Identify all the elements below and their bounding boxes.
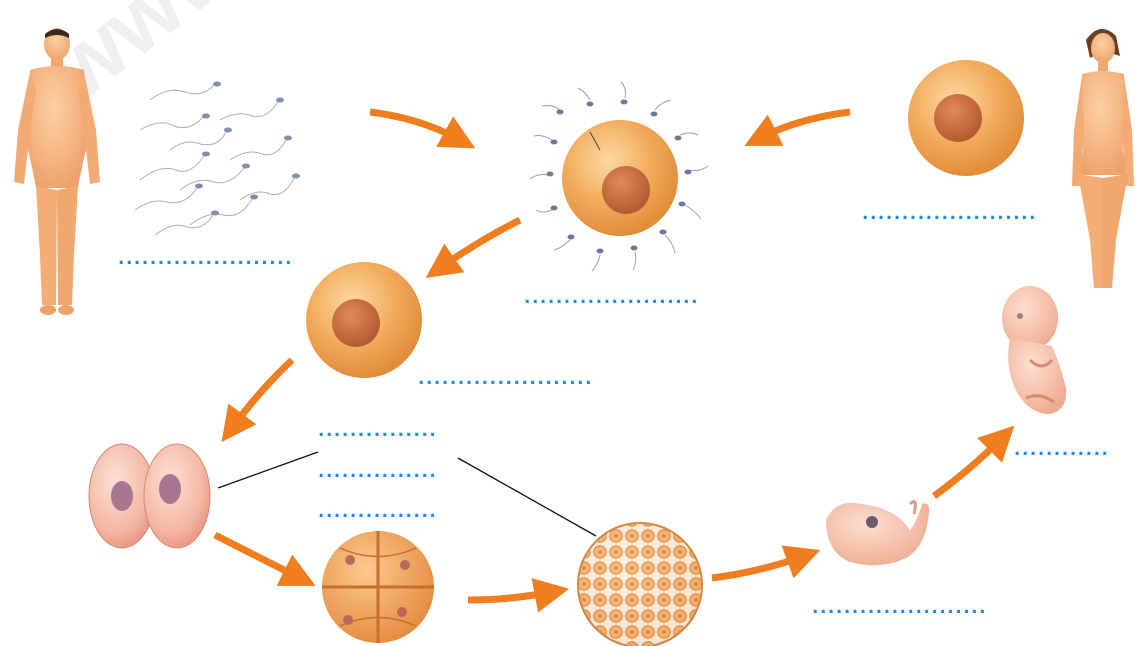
blank-fertilization[interactable]: ...................... — [524, 290, 699, 307]
blank-stage-3[interactable]: ............... — [318, 504, 437, 521]
blank-stage-1[interactable]: ............... — [318, 423, 437, 440]
fertilization-cell — [530, 82, 708, 271]
female-figure — [1072, 29, 1134, 288]
arrow-morula-to-blastocyst — [468, 592, 552, 600]
arrow-blastocyst-to-embryo — [712, 556, 804, 578]
embryo — [826, 502, 929, 566]
arrow-two-cell-to-morula — [215, 535, 300, 578]
arrow-embryo-to-fetus — [934, 438, 1002, 496]
arrow-egg-to-fertilization — [760, 112, 850, 138]
arrow-fertilization-to-zygote — [440, 220, 520, 268]
blank-fetus[interactable]: ............ — [1014, 442, 1110, 459]
male-figure — [14, 28, 100, 315]
blank-embryo[interactable]: ...................... — [812, 600, 987, 617]
blank-sperm[interactable]: ...................... — [118, 251, 293, 268]
blank-egg[interactable]: ...................... — [862, 206, 1037, 223]
arrow-zygote-to-two-cell — [232, 360, 292, 428]
morula-stage — [322, 531, 434, 643]
blank-zygote[interactable]: ...................... — [418, 371, 593, 388]
blank-stage-2[interactable]: ............... — [318, 464, 437, 481]
connector-line-two-cell — [218, 452, 318, 488]
zygote-cell — [306, 262, 422, 378]
sperm-cells — [135, 82, 300, 236]
egg-cell — [908, 60, 1024, 176]
blastocyst-stage — [578, 523, 702, 646]
two-cell-stage — [89, 444, 210, 548]
arrow-sperm-to-fertilization — [370, 112, 460, 140]
fetus — [1002, 286, 1066, 414]
connector-line-blastocyst — [458, 458, 596, 536]
